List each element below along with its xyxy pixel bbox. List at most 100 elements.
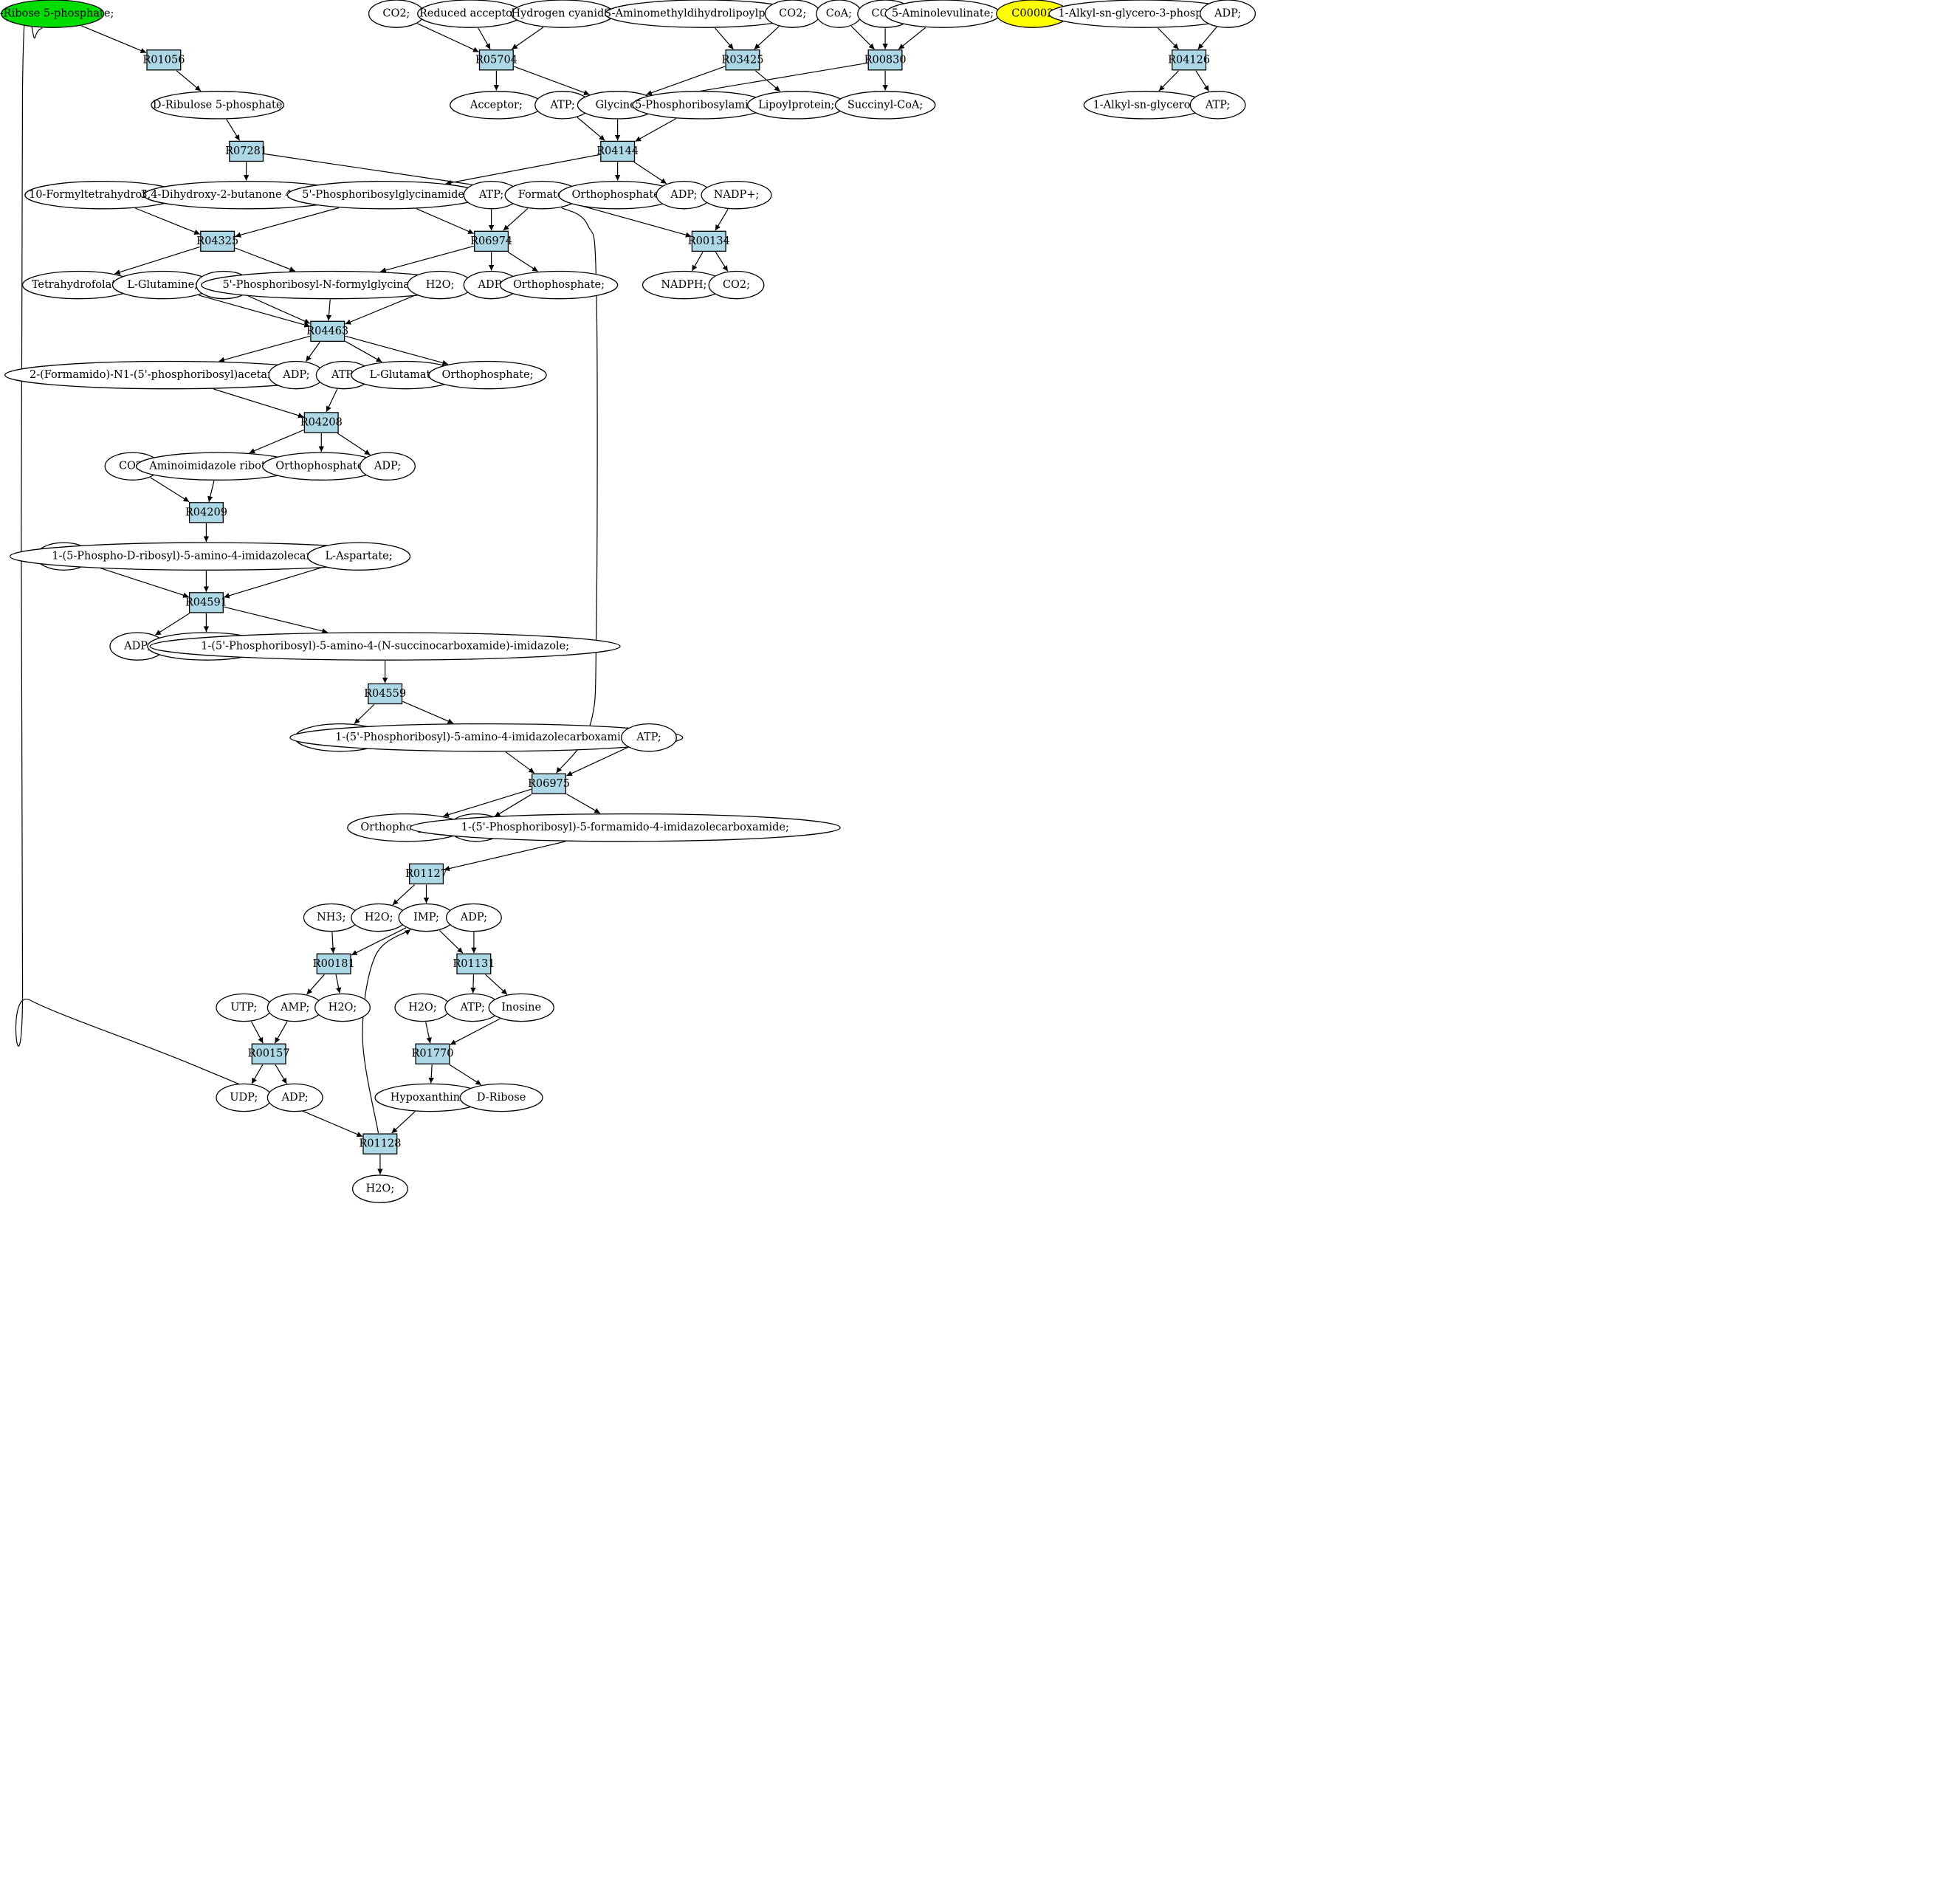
metabolite-node-1-alkyl-sn-glycerol[interactable]: 1-Alkyl-sn-glycerol; xyxy=(1083,91,1207,120)
metabolite-node-inosine[interactable]: Inosine xyxy=(488,993,554,1022)
reaction-node-r01128[interactable]: R01128 xyxy=(359,1133,401,1154)
metabolite-node-1-5-phosphoribosyl-5-amino-4-imidazolecarboxamide[interactable]: 1-(5'-Phosphoribosyl)-5-amino-4-imidazol… xyxy=(289,723,684,752)
edge-r00157-to-m-adp-h xyxy=(275,1064,287,1084)
metabolite-node-atp[interactable]: ATP; xyxy=(1189,91,1246,120)
metabolite-node-h2o[interactable]: H2O; xyxy=(351,1174,408,1203)
reaction-node-r01056[interactable]: R01056 xyxy=(142,49,185,71)
reaction-node-r04559[interactable]: R04559 xyxy=(364,683,406,705)
edge-r04463-to-m-adp-c xyxy=(306,342,320,362)
reaction-node-r06975[interactable]: R06975 xyxy=(528,773,570,795)
metabolite-node-adp[interactable]: ADP; xyxy=(109,632,166,661)
metabolite-label: Orthophosphate; xyxy=(275,461,367,472)
metabolite-node-utp[interactable]: UTP; xyxy=(216,993,272,1022)
edge-r04559-to-m-aicar xyxy=(402,701,454,724)
metabolite-node-amp[interactable]: AMP; xyxy=(267,993,323,1022)
reaction-node-r04208[interactable]: R04208 xyxy=(300,412,343,433)
metabolite-node-s-aminomethyldihydrolipoylprotein[interactable]: S-Aminomethyldihydrolipoylprotein; xyxy=(604,0,801,28)
reaction-node-r06974[interactable]: R06974 xyxy=(470,230,512,252)
reaction-node-r00830[interactable]: R00830 xyxy=(864,49,907,71)
metabolite-node-1-5-phosphoribosyl-5-amino-4-n-succinocarboxamide-imidazole[interactable]: 1-(5'-Phosphoribosyl)-5-amino-4-(N-succi… xyxy=(149,632,621,661)
metabolite-node-hydrogen-cyanide[interactable]: Hydrogen cyanide; xyxy=(511,0,615,28)
reaction-node-r01127[interactable]: R01127 xyxy=(405,863,447,885)
edge-m-atp-c-to-r04463 xyxy=(244,294,311,324)
metabolite-node-adp[interactable]: ADP; xyxy=(656,180,712,210)
metabolite-node-atp[interactable]: ATP; xyxy=(621,723,677,752)
reaction-node-r00181[interactable]: R00181 xyxy=(313,953,355,974)
metabolite-node-5-phosphoribosyl-n-formylglycinamide[interactable]: 5'-Phosphoribosyl-N-formylglycinamide; xyxy=(201,270,462,300)
metabolite-node-formate[interactable]: Formate; xyxy=(504,180,581,210)
metabolite-node-orthophosphate[interactable]: Orthophosphate; xyxy=(428,360,547,390)
metabolite-node-atp[interactable]: ATP; xyxy=(534,91,591,120)
reaction-node-r04209[interactable]: R04209 xyxy=(185,502,227,523)
metabolite-node-h2o[interactable]: H2O; xyxy=(314,993,371,1022)
edge-r07281-to-m-formate xyxy=(264,153,507,192)
metabolite-node-atp[interactable]: ATP; xyxy=(444,993,501,1022)
metabolite-node-1-alkyl-sn-glycero-3-phosphate[interactable]: 1-Alkyl-sn-glycero-3-phosphate; xyxy=(1048,0,1239,28)
metabolite-node-l-aspartate[interactable]: L-Aspartate; xyxy=(307,542,411,571)
metabolite-node-co2[interactable]: CO2; xyxy=(764,0,821,28)
metabolite-node-adp[interactable]: ADP; xyxy=(267,1083,323,1112)
edge-m-formate-to-r06974 xyxy=(503,207,529,231)
metabolite-node-10-formyltetrahydrofolate[interactable]: 10-Formyltetrahydrofolate; xyxy=(24,180,181,210)
reaction-node-r04126[interactable]: R04126 xyxy=(1168,49,1210,71)
metabolite-node-1-5-phospho-d-ribosyl-5-amino-4-imidazolecarboxylate[interactable]: 1-(5-Phospho-D-ribosyl)-5-amino-4-imidaz… xyxy=(9,542,403,571)
metabolite-node-glycine[interactable]: Glycine; xyxy=(577,91,659,120)
reaction-node-r04463[interactable]: R04463 xyxy=(306,320,348,343)
metabolite-node-hypoxanthine[interactable]: Hypoxanthine; xyxy=(374,1083,486,1112)
metabolite-label: Glycine; xyxy=(596,99,640,111)
metabolite-node-d-ribulose-5-phosphate[interactable]: D-Ribulose 5-phosphate xyxy=(151,91,285,120)
metabolite-node-tetrahydrofolate[interactable]: Tetrahydrofolate; xyxy=(21,270,136,300)
metabolite-node-nadp[interactable]: NADP+; xyxy=(701,180,772,210)
reaction-node-r03425[interactable]: R03425 xyxy=(721,49,764,71)
metabolite-node-nh3[interactable]: NH3; xyxy=(303,903,360,932)
metabolite-label: 2-(Formamido)-N1-(5'-phosphoribosyl)acet… xyxy=(30,369,308,381)
reaction-node-r04591[interactable]: R04591 xyxy=(185,592,227,613)
reaction-node-r01770[interactable]: R01770 xyxy=(411,1043,454,1064)
edge-m-prpa-to-r04144 xyxy=(635,118,676,142)
metabolite-node-orthophosphate[interactable]: Orthophosphate; xyxy=(499,270,619,300)
reaction-node-r01131[interactable]: R01131 xyxy=(453,953,495,974)
metabolite-node-h2o[interactable]: H2O; xyxy=(351,903,408,932)
metabolite-node-adp[interactable]: ADP; xyxy=(1200,0,1256,28)
metabolite-node-5-phosphoribosylamine[interactable]: 5-Phosphoribosylamine; xyxy=(632,91,768,120)
metabolite-node-l-glutamine[interactable]: L-Glutamine; xyxy=(111,270,213,300)
edge-m-formate-to-r00134 xyxy=(573,203,692,238)
reaction-node-r04325[interactable]: R04325 xyxy=(196,230,238,252)
metabolite-node-h2o[interactable]: H2O; xyxy=(394,993,451,1022)
metabolite-node-coa[interactable]: CoA; xyxy=(816,0,862,28)
metabolite-node-imp[interactable]: IMP; xyxy=(398,903,455,932)
metabolite-node-adp[interactable]: ADP; xyxy=(268,360,325,390)
edge-r01131-to-m-inosine xyxy=(485,974,508,995)
metabolite-node-succinyl-coa[interactable]: Succinyl-CoA; xyxy=(834,91,936,120)
reaction-node-r07281[interactable]: R07281 xyxy=(225,140,267,162)
reaction-node-r00134[interactable]: R00134 xyxy=(688,230,730,252)
metabolite-node-co2[interactable]: CO2; xyxy=(708,270,765,300)
metabolite-node-d-ribose[interactable]: D-Ribose xyxy=(459,1083,543,1112)
metabolite-node-adp[interactable]: ADP; xyxy=(463,270,520,300)
metabolite-node-c00002[interactable]: C00002 xyxy=(996,0,1070,28)
metabolite-node-co2[interactable]: CO2; xyxy=(368,0,424,28)
reaction-node-r00157[interactable]: R00157 xyxy=(248,1043,290,1064)
metabolite-node-l-glutamate[interactable]: L-Glutamate; xyxy=(351,360,460,390)
edge-m-h2o-a-to-r04463 xyxy=(345,295,416,325)
reaction-node-r05704[interactable]: R05704 xyxy=(475,49,517,71)
metabolite-node-2-formamido-n1-5-phosphoribosyl-acetamidine[interactable]: 2-(Formamido)-N1-(5'-phosphoribosyl)acet… xyxy=(4,360,334,390)
metabolite-node-adp[interactable]: ADP; xyxy=(445,903,502,932)
metabolite-node-atp[interactable]: ATP; xyxy=(463,180,520,210)
metabolite-node-5-phosphoribosylglycinamide[interactable]: 5'-Phosphoribosylglycinamide; xyxy=(286,180,484,210)
metabolite-node-reduced-acceptor[interactable]: Reduced acceptor; xyxy=(417,0,523,28)
metabolite-label: Hydrogen cyanide; xyxy=(511,8,613,20)
metabolite-node-adp[interactable]: ADP; xyxy=(360,452,416,481)
metabolite-node-d-ribose-5-phosphate[interactable]: D-Ribose 5-phosphate; xyxy=(0,0,114,28)
metabolite-node-h2o[interactable]: H2O; xyxy=(407,270,473,300)
metabolite-label: H2O; xyxy=(365,912,393,923)
reaction-node-r04144[interactable]: R04144 xyxy=(596,140,639,162)
metabolite-node-1-5-phosphoribosyl-5-formamido-4-imidazolecarboxamide[interactable]: 1-(5'-Phosphoribosyl)-5-formamido-4-imid… xyxy=(409,813,841,842)
metabolite-node-udp[interactable]: UDP; xyxy=(216,1083,272,1112)
metabolite-label: 5'-Phosphoribosylglycinamide; xyxy=(302,189,468,201)
metabolite-node-5-aminolevulinate[interactable]: 5-Aminolevulinate; xyxy=(884,0,1001,28)
metabolite-node-lipoylprotein[interactable]: Lipoylprotein; xyxy=(747,91,846,120)
metabolite-node-acceptor[interactable]: Acceptor; xyxy=(450,91,543,120)
metabolite-node-orthophosphate[interactable]: Orthophosphate; xyxy=(262,452,381,481)
edge-r04559-to-m-fumarate xyxy=(354,704,375,725)
